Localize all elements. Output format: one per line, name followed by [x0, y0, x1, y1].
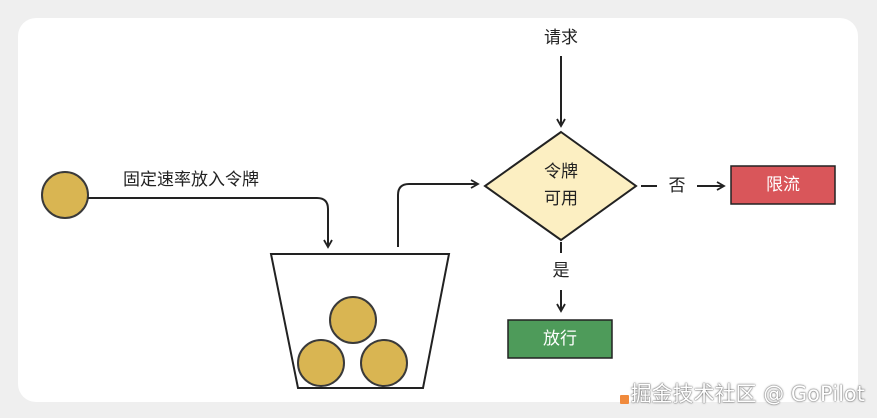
rate-token-label: 固定速率放入令牌 — [123, 170, 259, 190]
token-to-bucket-arrow — [88, 197, 333, 249]
reject-label: 限流 — [766, 175, 800, 195]
bucket-token-left — [297, 339, 345, 387]
bucket-token-right — [360, 339, 408, 387]
bucket-to-decision-arrow — [397, 179, 480, 247]
bucket-token-top — [329, 296, 377, 344]
watermark-text: 掘金技术社区 @ GoPilot — [630, 382, 865, 406]
decision-label-line1: 令牌 — [544, 162, 578, 182]
token-available-decision — [483, 130, 638, 242]
no-label: 否 — [668, 176, 686, 196]
request-label: 请求 — [544, 28, 578, 48]
pass-label: 放行 — [543, 329, 577, 349]
yes-label: 是 — [552, 261, 570, 281]
decision-label-line2: 可用 — [544, 189, 578, 209]
pass-box — [507, 319, 613, 359]
watermark-logo-icon — [619, 395, 629, 404]
watermark: 掘金技术社区 @ GoPilot — [618, 378, 865, 408]
incoming-token — [41, 171, 89, 219]
reject-box — [730, 165, 836, 205]
diagram-card — [18, 18, 858, 402]
